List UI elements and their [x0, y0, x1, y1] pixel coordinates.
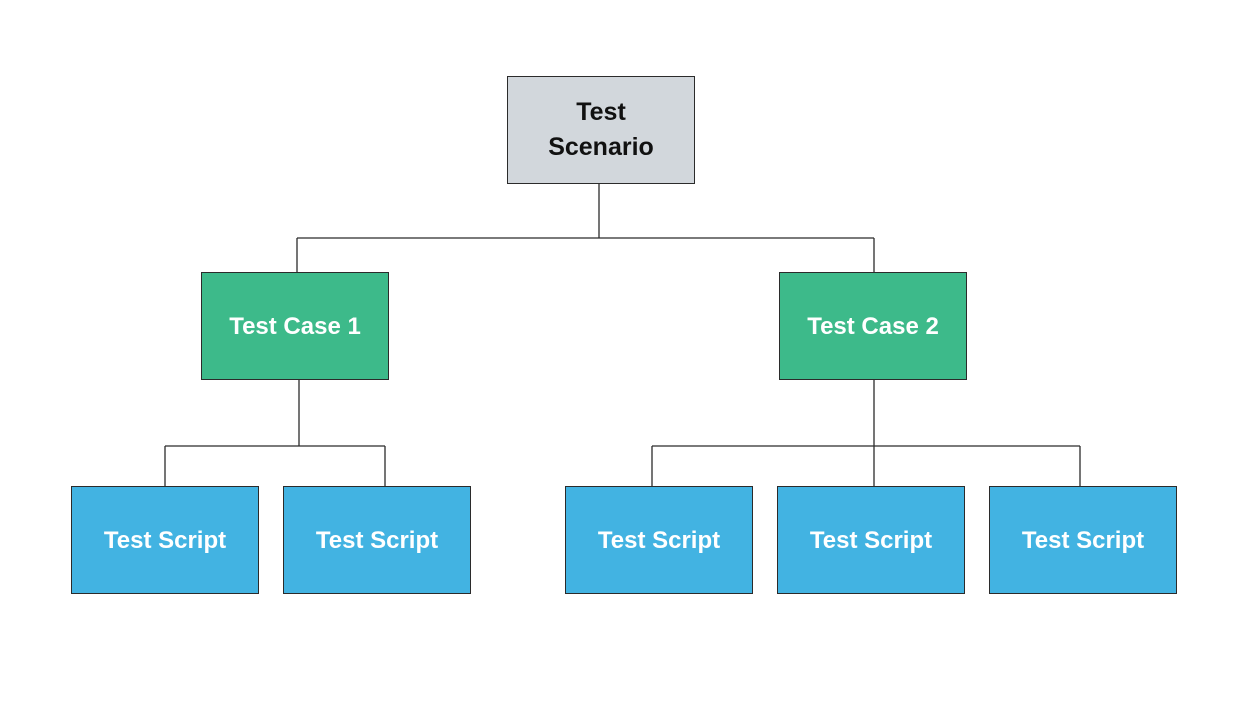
connector-case-1-to-scripts — [164, 380, 386, 486]
test-script-node: Test Script — [565, 486, 753, 594]
test-case-2-node: Test Case 2 — [779, 272, 967, 380]
test-script-node: Test Script — [71, 486, 259, 594]
test-scenario-node: Test Scenario — [507, 76, 695, 184]
test-script-node: Test Script — [777, 486, 965, 594]
test-script-node: Test Script — [989, 486, 1177, 594]
connector-scenario-to-cases — [296, 184, 875, 272]
connector-case-2-to-scripts — [651, 380, 1081, 486]
test-script-label: Test Script — [1021, 526, 1145, 554]
test-script-label: Test Script — [103, 526, 227, 554]
test-scenario-label: Test Scenario — [548, 98, 654, 161]
test-script-label: Test Script — [315, 526, 439, 554]
test-case-2-label: Test Case 2 — [807, 312, 939, 340]
test-script-node: Test Script — [283, 486, 471, 594]
test-case-1-label: Test Case 1 — [229, 312, 361, 340]
test-script-label: Test Script — [809, 526, 933, 554]
test-script-label: Test Script — [597, 526, 721, 554]
test-case-1-node: Test Case 1 — [201, 272, 389, 380]
